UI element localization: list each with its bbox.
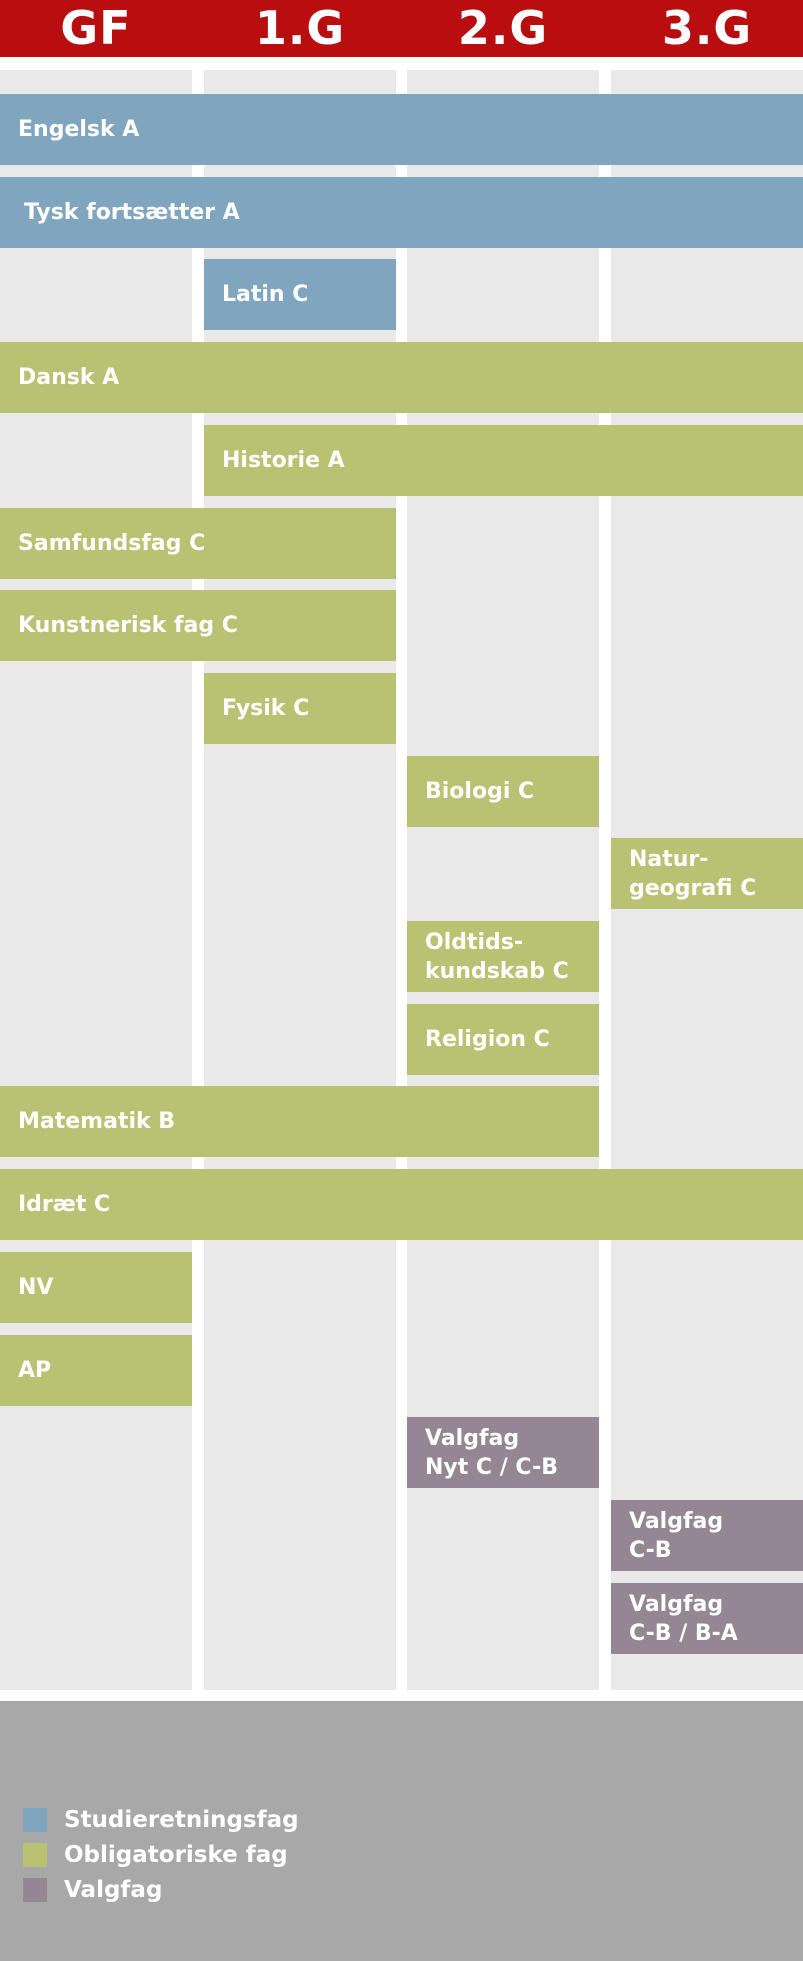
subject-label: NV bbox=[18, 1275, 54, 1300]
subject-bar: Tysk fortsætter A bbox=[0, 177, 803, 248]
legend-swatch bbox=[23, 1808, 47, 1832]
subject-label: Oldtids- kundskab C bbox=[425, 929, 569, 984]
subject-label: Kunstnerisk fag C bbox=[18, 613, 238, 638]
subject-label: Valgfag C-B bbox=[629, 1508, 724, 1563]
subject-label: Engelsk A bbox=[18, 117, 140, 142]
subject-label: Matematik B bbox=[18, 1109, 176, 1134]
subject-bar: Engelsk A bbox=[0, 94, 803, 165]
subject-label: Dansk A bbox=[18, 365, 120, 390]
subject-bar: Religion C bbox=[407, 1004, 599, 1075]
subject-bar: AP bbox=[0, 1335, 192, 1406]
subject-bar: Oldtids- kundskab C bbox=[407, 921, 599, 992]
legend-label: Valgfag bbox=[64, 1877, 163, 1903]
subject-bar: Valgfag Nyt C / C-B bbox=[407, 1417, 599, 1488]
subject-label: Fysik C bbox=[222, 696, 310, 721]
year-label-3: 3.G bbox=[661, 1, 753, 55]
subject-bar: Samfundsfag C bbox=[0, 508, 396, 579]
subject-label: Tysk fortsætter A bbox=[24, 200, 240, 225]
year-column-0 bbox=[0, 70, 192, 1690]
legend-swatch bbox=[23, 1878, 47, 1902]
year-label-1: 1.G bbox=[254, 1, 346, 55]
subject-label: Valgfag C-B / B-A bbox=[629, 1591, 738, 1646]
subject-label: AP bbox=[18, 1358, 52, 1383]
year-header bbox=[0, 0, 803, 57]
subject-label: Religion C bbox=[425, 1027, 550, 1052]
subject-label: Idræt C bbox=[18, 1192, 111, 1217]
subject-bar: Matematik B bbox=[0, 1086, 599, 1157]
subject-bar: Natur- geografi C bbox=[611, 838, 803, 909]
legend-label: Studieretningsfag bbox=[64, 1807, 299, 1833]
legend-item: Studieretningsfag bbox=[23, 1807, 299, 1833]
legend-swatch bbox=[23, 1843, 47, 1867]
subject-bar: Valgfag C-B bbox=[611, 1500, 803, 1571]
subject-label: Natur- geografi C bbox=[629, 846, 757, 901]
subject-bar: Valgfag C-B / B-A bbox=[611, 1583, 803, 1654]
year-column-1 bbox=[204, 70, 396, 1690]
legend-label: Obligatoriske fag bbox=[64, 1842, 288, 1868]
year-label-2: 2.G bbox=[457, 1, 549, 55]
subject-bar: Latin C bbox=[204, 259, 396, 330]
subject-label: Valgfag Nyt C / C-B bbox=[425, 1425, 558, 1480]
subject-label: Biologi C bbox=[425, 779, 535, 804]
subject-label: Historie A bbox=[222, 448, 345, 473]
subject-label: Latin C bbox=[222, 282, 309, 307]
subject-bar: Dansk A bbox=[0, 342, 803, 413]
subject-bar: Biologi C bbox=[407, 756, 599, 827]
subject-label: Samfundsfag C bbox=[18, 531, 206, 556]
subject-bar: Idræt C bbox=[0, 1169, 803, 1240]
legend-item: Obligatoriske fag bbox=[23, 1842, 288, 1868]
subject-bar: Fysik C bbox=[204, 673, 396, 744]
subject-bar: Kunstnerisk fag C bbox=[0, 590, 396, 661]
subject-bar: Historie A bbox=[204, 425, 803, 496]
legend-item: Valgfag bbox=[23, 1877, 162, 1903]
subject-bar: NV bbox=[0, 1252, 192, 1323]
year-label-0: GF bbox=[60, 1, 132, 55]
